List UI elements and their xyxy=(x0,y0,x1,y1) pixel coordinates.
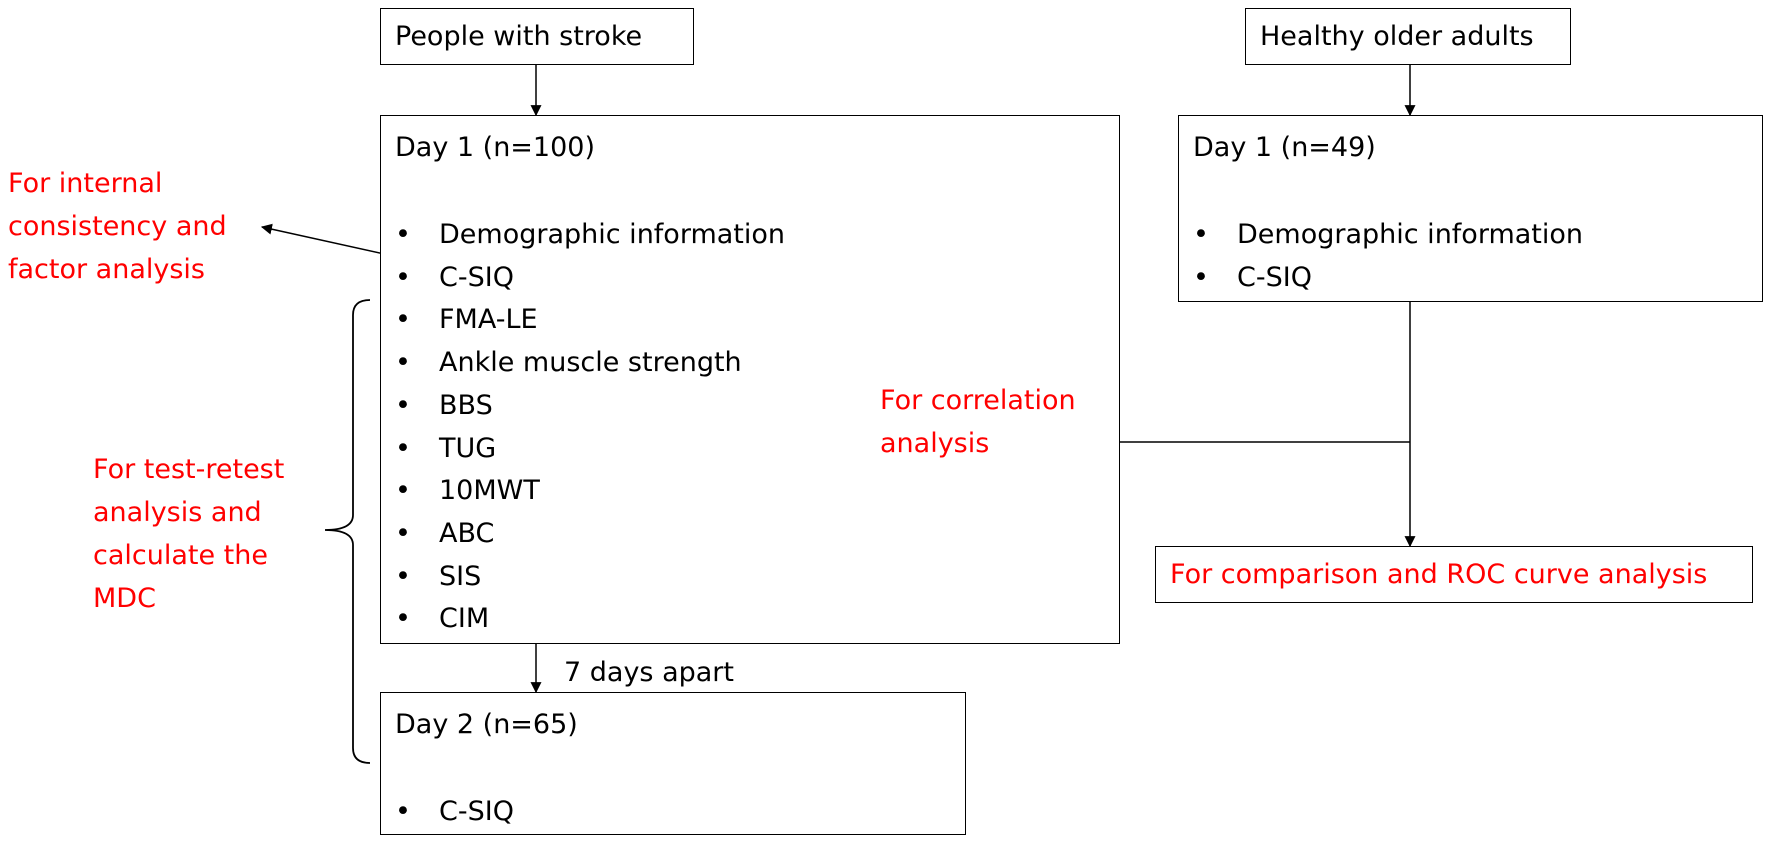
bullet-glyph: • xyxy=(395,389,411,421)
comparison-label: For comparison and ROC curve analysis xyxy=(1170,559,1708,590)
list-item-label: CIM xyxy=(439,603,490,635)
list-item-label: FMA-LE xyxy=(439,304,538,336)
bullet-glyph: • xyxy=(395,560,411,592)
list-item-label: TUG xyxy=(439,432,497,464)
bullet-glyph: • xyxy=(395,304,411,336)
list-item-label: C-SIQ xyxy=(439,796,514,827)
bullet-glyph: • xyxy=(1193,261,1209,293)
interval-label: 7 days apart xyxy=(564,657,734,688)
internal-consistency-line-2: consistency and xyxy=(8,211,227,242)
correlation-line-2: analysis xyxy=(880,428,990,459)
list-item-label: Demographic information xyxy=(439,219,786,250)
list-item-label: C-SIQ xyxy=(1237,261,1312,293)
list-item-label: BBS xyxy=(439,389,493,421)
list-item-label: SIS xyxy=(439,560,482,592)
bullet-glyph: • xyxy=(395,347,411,379)
healthy-group-box: Healthy older adults xyxy=(1245,8,1571,65)
test-retest-line-2: analysis and xyxy=(93,497,262,528)
stroke-group-label: People with stroke xyxy=(395,21,643,52)
test-retest-line-4: MDC xyxy=(93,583,156,614)
bullet-glyph: • xyxy=(395,432,411,464)
correlation-line-1: For correlation xyxy=(880,385,1076,416)
test-retest-line-3: calculate the xyxy=(93,540,268,571)
list-item-label: Ankle muscle strength xyxy=(439,347,742,379)
test-retest-line-1: For test-retest xyxy=(93,454,285,485)
bullet-glyph: • xyxy=(395,261,411,293)
bullet-glyph: • xyxy=(395,517,411,549)
list-item-label: C-SIQ xyxy=(439,261,514,293)
bullet-glyph: • xyxy=(395,603,411,635)
stroke-day2-title: Day 2 (n=65) xyxy=(395,709,578,740)
internal-consistency-line-3: factor analysis xyxy=(8,254,206,285)
stroke-day1-box: Day 1 (n=100) • Demographic information • C… xyxy=(380,115,1120,644)
bullet-glyph: • xyxy=(395,796,411,827)
healthy-day1-title: Day 1 (n=49) xyxy=(1193,132,1376,163)
list-item-label: Demographic information xyxy=(1237,219,1584,250)
stroke-day2-box: Day 2 (n=65) • C-SIQ xyxy=(380,692,966,835)
bullet-glyph: • xyxy=(395,219,411,250)
test-retest-brace xyxy=(324,299,371,764)
internal-consistency-line-1: For internal xyxy=(8,168,163,199)
stroke-group-box: People with stroke xyxy=(380,8,694,65)
comparison-box: For comparison and ROC curve analysis xyxy=(1155,546,1753,603)
list-item-label: 10MWT xyxy=(439,475,540,507)
healthy-group-label: Healthy older adults xyxy=(1260,21,1534,52)
bullet-glyph: • xyxy=(395,475,411,507)
bullet-glyph: • xyxy=(1193,219,1209,250)
stroke-day1-title: Day 1 (n=100) xyxy=(395,132,595,163)
list-item-label: ABC xyxy=(439,517,495,549)
healthy-day1-box: Day 1 (n=49) • Demographic information • C-… xyxy=(1178,115,1763,302)
